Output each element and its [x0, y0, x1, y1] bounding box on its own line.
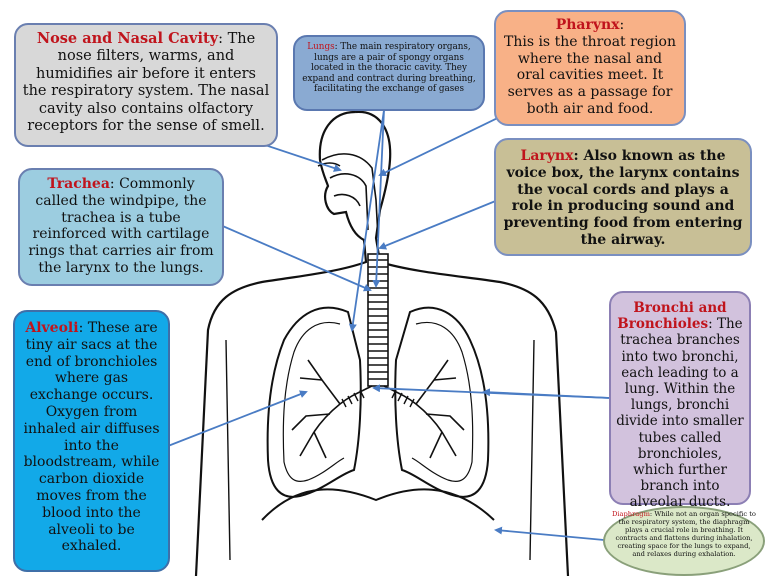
diaphragm-text: While not an organ specific to the respi… [615, 510, 756, 558]
diaphragm-title: Diaphragm [612, 510, 650, 518]
ribs [225, 339, 535, 561]
larynx-label-box: Larynx: Also known as the voice box, the… [494, 138, 752, 256]
right-lung [394, 306, 490, 498]
pharynx-label-box: Pharynx: This is the throat region where… [494, 10, 686, 126]
nasal-airway [317, 153, 379, 239]
lungs-title: Lungs [307, 42, 335, 52]
trachea-title: Trachea [47, 176, 110, 192]
pharynx-text: This is the throat region where the nasa… [503, 33, 676, 117]
pointer-arrows [167, 109, 611, 541]
nose-title: Nose and Nasal Cavity [36, 30, 219, 47]
trachea-label-box: Trachea: Commonly called the windpipe, t… [18, 168, 224, 286]
bronchi-label-box: Bronchi and Bronchioles: The trachea bra… [609, 291, 751, 510]
bronchial-tree [291, 359, 465, 459]
arrow-bronchi-2 [482, 388, 611, 399]
bronchus-ring [359, 389, 365, 399]
trachea-shape [367, 253, 389, 387]
bronchus-ring [409, 398, 415, 408]
arrow-pharynx [378, 111, 511, 176]
arrow-trachea [217, 223, 372, 292]
larynx-title: Larynx [520, 148, 574, 164]
alveoli-label-box: Alveoli: These are tiny air sacs at the … [13, 310, 170, 572]
alveoli-title: Alveoli [25, 320, 79, 336]
arrow-alveoli-1 [167, 390, 308, 447]
nose-label-box: Nose and Nasal Cavity: The nose filters,… [14, 23, 278, 147]
bronchus-ring [341, 398, 347, 408]
bronchus-ring [347, 395, 353, 405]
lungs-text: The main respiratory organs, lungs are a… [302, 42, 476, 95]
bronchi-text: The trachea branches into two bronchi, e… [616, 316, 744, 511]
arrow-diaphragm [494, 526, 605, 541]
bronchus-ring [353, 392, 359, 402]
bronchus-ring [391, 389, 397, 399]
left-lung [266, 306, 362, 498]
arrow-larynx [378, 199, 499, 250]
pharynx-title: Pharynx [555, 17, 620, 33]
arrow-lungs-1 [348, 109, 385, 332]
diaphragm-label-box: Diaphragm: While not an organ specific t… [603, 506, 765, 576]
arrow-lungs-2 [372, 109, 385, 288]
bronchi-title: Bronchi and Bronchioles [617, 300, 727, 333]
bronchus-ring [403, 395, 409, 405]
bronchus-ring [397, 392, 403, 402]
alveoli-text: These are tiny air sacs at the end of br… [23, 320, 160, 555]
trachea-text: Commonly called the windpipe, the trache… [28, 176, 214, 276]
nose-text: The nose filters, warms, and humidifies … [22, 31, 270, 134]
diaphragm-shape [261, 488, 495, 521]
larynx-text: Also known as the voice box, the larynx … [503, 148, 743, 248]
lungs-label-box: Lungs: The main respiratory organs, lung… [293, 35, 485, 111]
